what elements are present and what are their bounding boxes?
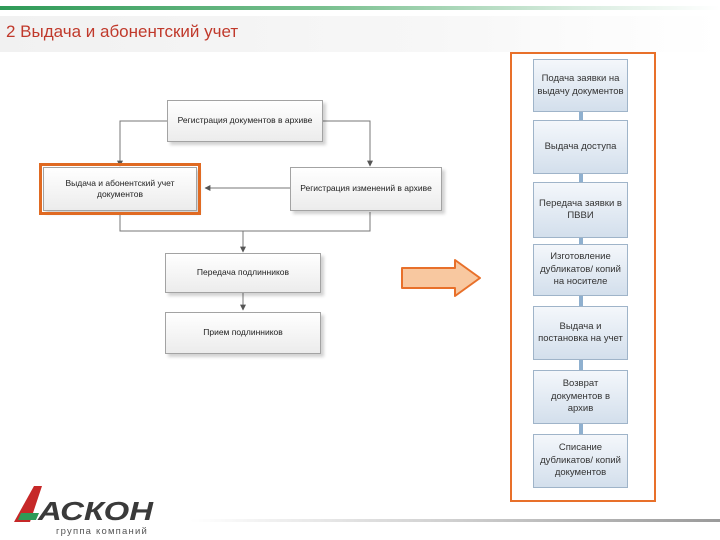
box-change-registration: Регистрация изменений в архиве xyxy=(290,167,442,211)
box-originals-transfer: Передача подлинников xyxy=(165,253,321,293)
step-7-label: Списание дубликатов/ копий документов xyxy=(540,442,621,479)
step-7: Списание дубликатов/ копий документов xyxy=(533,434,628,488)
connector-step-2-3 xyxy=(579,174,583,182)
connector-step-1-2 xyxy=(579,112,583,120)
connector-step-3-4 xyxy=(579,238,583,244)
box-originals-transfer-label: Передача подлинников xyxy=(196,267,290,278)
footer-line xyxy=(190,519,720,522)
box-originals-acceptance-label: Прием подлинников xyxy=(203,327,283,338)
logo-wordmark: АСКОН xyxy=(37,496,155,526)
step-3-label: Передача заявки в ПВВИ xyxy=(539,197,622,221)
box-registration-label: Регистрация документов в архиве xyxy=(177,115,313,126)
connector-issue-down xyxy=(119,212,371,232)
step-3: Передача заявки в ПВВИ xyxy=(533,182,628,238)
box-issue-accounting: Выдача и абонентский учет документов xyxy=(39,163,201,215)
step-6: Возврат документов в архив xyxy=(533,370,628,424)
connector-step-5-6 xyxy=(579,360,583,370)
step-4-label: Изготовление дубликатов/ копий на носите… xyxy=(540,251,621,288)
header-accent-line xyxy=(0,6,720,10)
connector-step-6-7 xyxy=(579,424,583,434)
orange-arrow-icon xyxy=(401,259,481,297)
box-change-registration-label: Регистрация изменений в архиве xyxy=(300,183,432,194)
step-5: Выдача и постановка на учет xyxy=(533,306,628,360)
box-originals-acceptance: Прием подлинников xyxy=(165,312,321,354)
step-4: Изготовление дубликатов/ копий на носите… xyxy=(533,244,628,296)
ascon-logo: АСКОН группа компаний xyxy=(14,486,155,537)
box-issue-accounting-label: Выдача и абонентский учет документов xyxy=(65,177,175,199)
step-1-label: Подача заявки на выдачу документов xyxy=(537,73,624,97)
logo-subtitle: группа компаний xyxy=(56,526,148,537)
step-2-label: Выдача доступа xyxy=(544,140,617,152)
box-registration: Регистрация документов в архиве xyxy=(167,100,323,142)
step-6-label: Возврат документов в архив xyxy=(550,378,611,415)
connector-registration-to-issue xyxy=(117,120,167,167)
connector-registration-to-changes xyxy=(323,120,373,167)
step-2: Выдача доступа xyxy=(533,120,628,174)
title-band xyxy=(0,16,720,52)
page-title: 2 Выдача и абонентский учет xyxy=(6,22,239,41)
connector-step-4-5 xyxy=(579,296,583,306)
step-1: Подача заявки на выдачу документов xyxy=(533,59,628,112)
step-5-label: Выдача и постановка на учет xyxy=(538,320,623,344)
